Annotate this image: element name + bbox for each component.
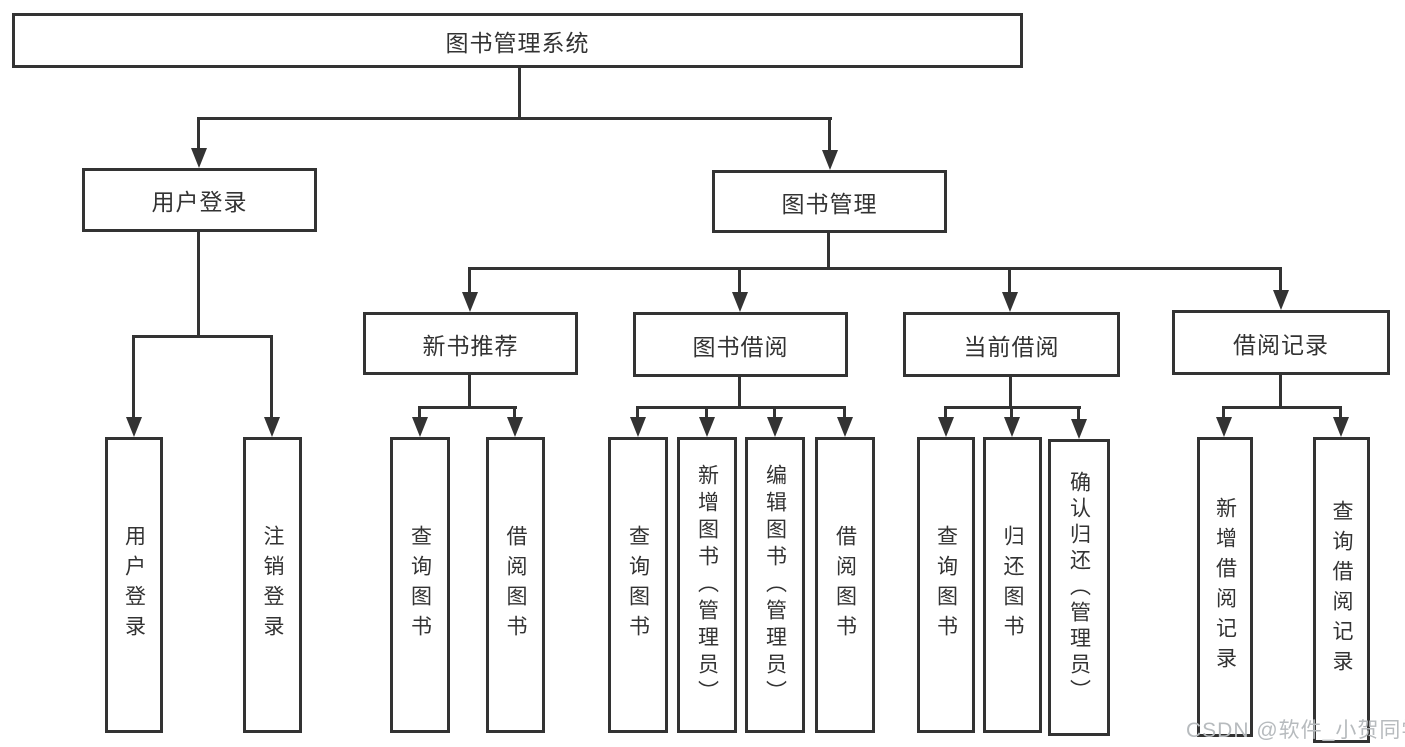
node-leaf-borrow-book-rec-label: 借阅图书: [504, 525, 527, 645]
node-root: 图书管理系统: [12, 13, 1023, 68]
arrow-down-icon: [1071, 419, 1087, 439]
connector-line: [828, 117, 831, 152]
node-leaf-query-book-borrow: 查询图书: [608, 437, 668, 733]
connector-line: [197, 117, 200, 150]
arrow-down-icon: [412, 417, 428, 437]
node-leaf-query-borrow-record-label: 查询借阅记录: [1330, 500, 1353, 680]
arrow-down-icon: [837, 417, 853, 437]
node-current-borrow-label: 当前借阅: [963, 333, 1060, 360]
node-leaf-borrow-book-borrow-label: 借阅图书: [833, 525, 857, 645]
arrow-down-icon: [1333, 417, 1349, 437]
node-leaf-logout: 注销登录: [243, 437, 302, 733]
connector-line: [944, 406, 947, 419]
connector-line: [1339, 406, 1342, 419]
connector-line: [1010, 406, 1013, 419]
node-book-borrow: 图书借阅: [633, 312, 848, 377]
connector-line: [1279, 375, 1282, 409]
arrow-down-icon: [630, 417, 646, 437]
node-book-mgmt: 图书管理: [712, 170, 947, 233]
connector-line: [197, 232, 200, 338]
node-leaf-borrow-book-borrow: 借阅图书: [815, 437, 875, 733]
node-leaf-query-book-rec: 查询图书: [390, 437, 450, 733]
connector-line: [636, 406, 639, 419]
node-leaf-confirm-return-admin: 确认归还（管理员）: [1048, 439, 1110, 736]
node-user-login: 用户登录: [82, 168, 317, 232]
node-new-book-rec: 新书推荐: [363, 312, 578, 375]
node-leaf-query-book-current-label: 查询图书: [934, 525, 958, 645]
arrow-down-icon: [1002, 292, 1018, 312]
connector-line: [197, 117, 832, 120]
connector-line: [1009, 377, 1012, 409]
csdn-watermark: CSDN @软件_小贺同学: [1186, 719, 1405, 742]
node-leaf-return-book-label: 归还图书: [1001, 525, 1024, 645]
connector-line: [1279, 267, 1282, 292]
node-leaf-add-book-admin-label: 新增图书（管理员）: [695, 463, 719, 707]
arrow-down-icon: [264, 417, 280, 437]
arrow-down-icon: [938, 417, 954, 437]
arrow-down-icon: [699, 417, 715, 437]
connector-line: [1077, 406, 1080, 421]
connector-line: [1222, 406, 1225, 419]
connector-line: [518, 68, 521, 120]
node-leaf-edit-book-admin-label: 编辑图书（管理员）: [763, 463, 787, 707]
connector-line: [827, 233, 830, 270]
connector-line: [418, 406, 421, 419]
node-leaf-borrow-book-rec: 借阅图书: [486, 437, 545, 733]
connector-line: [468, 267, 1282, 270]
arrow-down-icon: [126, 417, 142, 437]
connector-line: [773, 406, 776, 419]
connector-line: [705, 406, 708, 419]
connector-line: [738, 377, 741, 409]
arrow-down-icon: [1004, 417, 1020, 437]
node-user-login-label: 用户登录: [151, 189, 248, 215]
node-leaf-logout-label: 注销登录: [261, 525, 284, 645]
node-current-borrow: 当前借阅: [903, 312, 1120, 377]
node-leaf-query-book-borrow-label: 查询图书: [626, 525, 650, 645]
node-leaf-add-borrow-record: 新增借阅记录: [1197, 437, 1253, 737]
node-borrow-record: 借阅记录: [1172, 310, 1390, 375]
connector-line: [1222, 406, 1342, 409]
connector-line: [132, 335, 273, 338]
arrow-down-icon: [767, 417, 783, 437]
node-borrow-record-label: 借阅记录: [1233, 331, 1329, 358]
connector-line: [132, 335, 135, 419]
node-book-borrow-label: 图书借阅: [692, 333, 789, 360]
node-leaf-query-book-current: 查询图书: [917, 437, 975, 733]
connector-line: [1008, 267, 1011, 294]
node-leaf-add-book-admin: 新增图书（管理员）: [677, 437, 737, 733]
node-leaf-return-book: 归还图书: [983, 437, 1042, 733]
connector-line: [513, 406, 516, 419]
arrow-down-icon: [507, 417, 523, 437]
arrow-down-icon: [1216, 417, 1232, 437]
connector-line: [270, 335, 273, 419]
arrow-down-icon: [822, 150, 838, 170]
node-leaf-user-login-label: 用户登录: [122, 525, 146, 645]
node-leaf-edit-book-admin: 编辑图书（管理员）: [745, 437, 805, 733]
node-leaf-query-borrow-record: 查询借阅记录: [1313, 437, 1370, 743]
node-leaf-user-login: 用户登录: [105, 437, 163, 733]
node-leaf-query-book-rec-label: 查询图书: [408, 525, 432, 645]
connector-line: [738, 267, 741, 294]
arrow-down-icon: [732, 292, 748, 312]
connector-line: [843, 406, 846, 419]
node-leaf-add-borrow-record-label: 新增借阅记录: [1213, 497, 1237, 677]
node-leaf-confirm-return-admin-label: 确认归还（管理员）: [1067, 470, 1091, 705]
connector-line: [636, 406, 846, 409]
connector-line: [468, 375, 471, 409]
arrow-down-icon: [191, 148, 207, 168]
connector-line: [418, 406, 517, 409]
node-book-mgmt-label: 图书管理: [781, 190, 878, 217]
arrow-down-icon: [1273, 290, 1289, 310]
connector-line: [468, 267, 471, 294]
node-new-book-rec-label: 新书推荐: [422, 332, 519, 359]
arrow-down-icon: [462, 292, 478, 312]
node-root-label: 图书管理系统: [445, 29, 590, 56]
